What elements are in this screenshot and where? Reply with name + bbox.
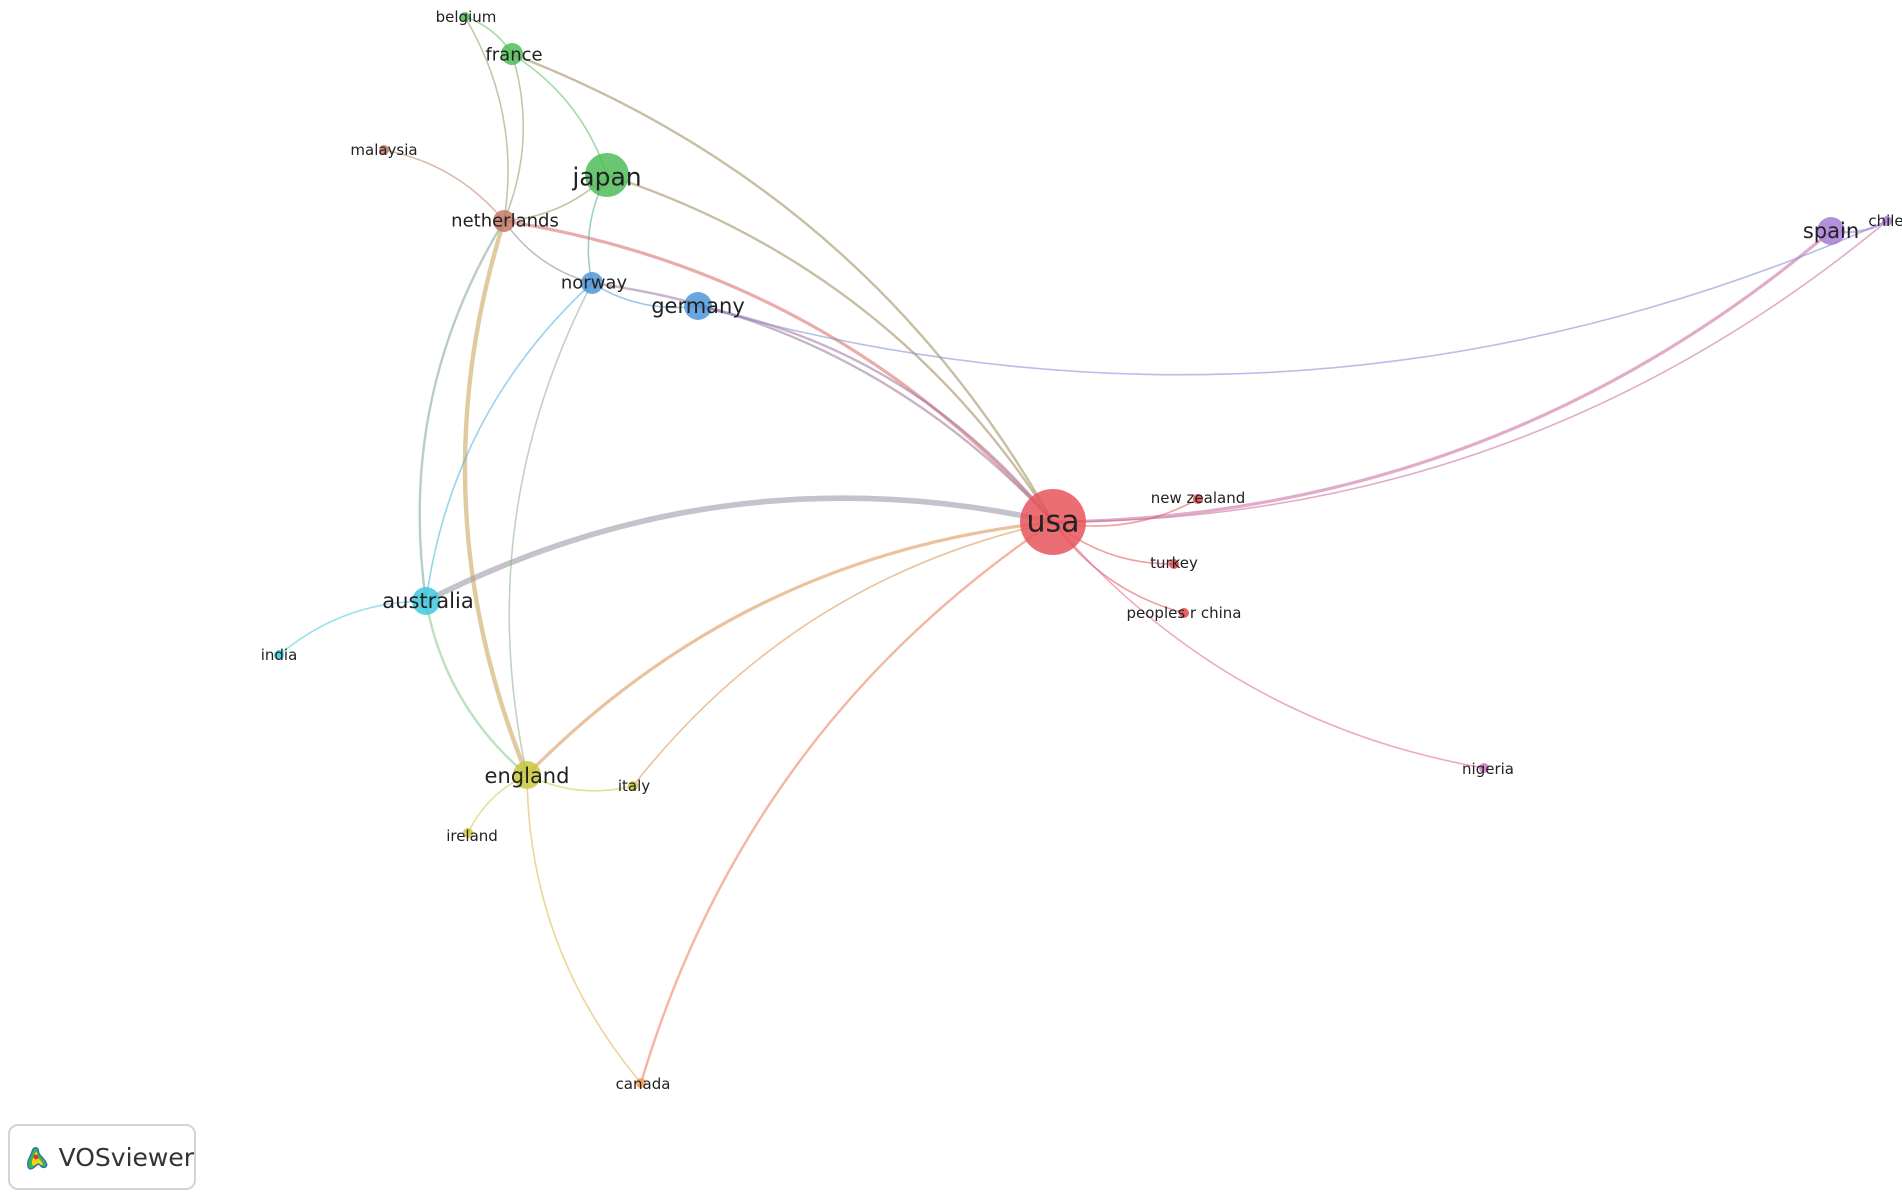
node-france[interactable]	[501, 43, 523, 65]
link-japan-france	[511, 53, 608, 176]
app-name: VOSviewer	[58, 1142, 194, 1172]
links-layer	[278, 16, 1888, 1084]
node-england[interactable]	[513, 761, 541, 789]
link-australia-england	[424, 600, 528, 776]
node-japan[interactable]	[585, 153, 629, 197]
node-italy[interactable]	[628, 781, 638, 791]
link-usa-norway	[591, 281, 1054, 523]
link-usa-netherlands	[503, 219, 1055, 524]
node-malaysia[interactable]	[379, 145, 389, 155]
node-germany[interactable]	[684, 292, 712, 320]
node-spain[interactable]	[1817, 217, 1845, 245]
node-new_zealand[interactable]	[1193, 494, 1203, 504]
node-label-nigeria: nigeria	[1462, 760, 1514, 778]
vosviewer-badge: VOSviewer	[8, 1124, 196, 1190]
node-peoples_r_china[interactable]	[1179, 608, 1189, 618]
node-belgium[interactable]	[460, 12, 470, 22]
link-usa-japan	[606, 173, 1055, 523]
node-chile[interactable]	[1882, 216, 1892, 226]
node-label-usa: usa	[1026, 505, 1079, 540]
link-usa-nigeria	[1052, 521, 1485, 769]
node-label-malaysia: malaysia	[350, 141, 417, 159]
node-label-france: france	[485, 45, 542, 66]
link-netherlands-france	[503, 53, 525, 222]
node-label-india: india	[261, 646, 298, 664]
node-canada[interactable]	[636, 1078, 646, 1088]
vosviewer-logo-icon	[27, 1147, 48, 1170]
node-label-chile: chile	[1868, 212, 1902, 230]
link-netherlands-norway	[503, 220, 593, 284]
link-usa-england	[525, 520, 1054, 777]
node-label-italy: italy	[618, 777, 650, 795]
node-label-norway: norway	[561, 273, 628, 294]
node-label-spain: spain	[1803, 219, 1859, 243]
node-ireland[interactable]	[463, 828, 473, 838]
node-label-ireland: ireland	[446, 827, 498, 845]
link-england-canada	[526, 774, 642, 1084]
link-usa-spain	[1052, 229, 1833, 524]
link-norway-australia	[425, 282, 593, 602]
node-australia[interactable]	[412, 587, 440, 615]
node-turkey[interactable]	[1169, 559, 1179, 569]
nodes-layer	[274, 12, 1892, 1088]
node-label-netherlands: netherlands	[451, 211, 559, 232]
labels-layer: usa japan france belgium netherlands malaysia…	[261, 8, 1902, 1093]
node-norway[interactable]	[581, 272, 603, 294]
link-usa-italy	[632, 521, 1054, 787]
link-germany-chile	[697, 220, 1888, 376]
node-nigeria[interactable]	[1479, 763, 1489, 773]
link-usa-germany	[697, 304, 1054, 523]
link-usa-france	[511, 52, 1055, 523]
node-label-belgium: belgium	[436, 8, 497, 26]
node-label-turkey: turkey	[1150, 554, 1198, 572]
node-label-japan: japan	[571, 163, 641, 192]
link-norway-england	[508, 282, 593, 776]
node-label-new_zealand: new zealand	[1151, 489, 1245, 507]
link-netherlands-malaysia	[383, 149, 505, 222]
link-netherlands-belgium	[464, 16, 509, 222]
node-netherlands[interactable]	[493, 210, 515, 232]
link-australia-india	[278, 600, 427, 656]
node-label-germany: germany	[651, 294, 745, 318]
link-netherlands-england	[462, 220, 530, 776]
node-label-england: england	[485, 764, 570, 788]
link-usa-canada	[639, 521, 1054, 1084]
node-label-peoples_r_china: peoples r china	[1127, 604, 1242, 622]
link-usa-chile	[1052, 220, 1888, 523]
link-netherlands-australia	[418, 220, 506, 602]
node-label-canada: canada	[616, 1075, 671, 1093]
node-usa[interactable]	[1020, 489, 1086, 555]
node-label-australia: australia	[382, 589, 473, 613]
node-india[interactable]	[274, 650, 284, 660]
